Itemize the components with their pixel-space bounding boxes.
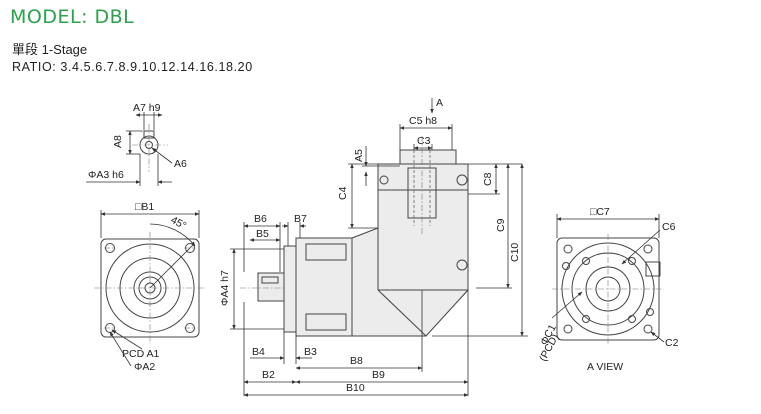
side-flange	[283, 245, 297, 333]
dim-c4-label: C4	[337, 186, 349, 200]
a-view-bolt-holes	[562, 244, 654, 334]
dim-a5-label: A5	[353, 149, 365, 162]
ratio-label: RATIO: 3.4.5.6.7.8.9.10.12.14.16.18.20	[12, 60, 253, 74]
dim-a2-label: ΦA2	[134, 361, 155, 373]
gearbox-side-view: A C5 h8 C3 A5 C4 C8 C9 C10	[219, 97, 528, 397]
dim-a3-label: ΦA3 h6	[88, 169, 124, 181]
dim-c3-label: C3	[417, 135, 431, 147]
dim-b3-label: B3	[304, 346, 317, 358]
stage-label: 單段 1-Stage	[12, 42, 88, 57]
dim-a8-label: A8	[112, 135, 124, 148]
a-view: □C7 C6 ΦC1 (PCD) C2 A VIEW	[537, 206, 679, 373]
angle-45-label: 45°	[169, 214, 189, 232]
dim-a7-label: A7 h9	[133, 102, 161, 114]
dim-b1-label: □B1	[135, 201, 154, 213]
dim-b4-label: B4	[252, 346, 265, 358]
dim-c9-label: C9	[495, 218, 507, 232]
dim-pcd-a1-label: PCD A1	[122, 348, 160, 360]
dim-c2-label: C2	[665, 337, 679, 349]
output-boss	[399, 149, 457, 165]
dim-b8-label: B8	[350, 355, 363, 367]
dim-a6-label: A6	[174, 158, 187, 170]
dim-b7-label: B7	[294, 213, 307, 225]
dim-c7-label: □C7	[590, 206, 610, 218]
view-arrow-a: A	[436, 97, 443, 109]
dim-c8-label: C8	[482, 172, 494, 186]
dim-c5-label: C5 h8	[409, 115, 437, 127]
dim-b2-label: B2	[262, 369, 275, 381]
dim-c10-label: C10	[509, 243, 521, 262]
dim-b9-label: B9	[372, 369, 385, 381]
model-title: MODEL: DBL	[10, 6, 135, 28]
dim-a4-label: ΦA4 h7	[219, 270, 231, 306]
shaft-key-detail: A7 h9 A8 A6 ΦA3 h6	[86, 102, 187, 186]
dim-b10-label: B10	[346, 382, 365, 394]
dim-c6-label: C6	[662, 221, 676, 233]
dim-b5-label: B5	[256, 228, 269, 240]
dim-b6-label: B6	[254, 213, 267, 225]
housing-cylinder	[295, 237, 353, 337]
flange-front-view: □B1 45° PCD A1 ΦA2	[94, 201, 206, 373]
a-view-caption: A VIEW	[587, 361, 623, 373]
